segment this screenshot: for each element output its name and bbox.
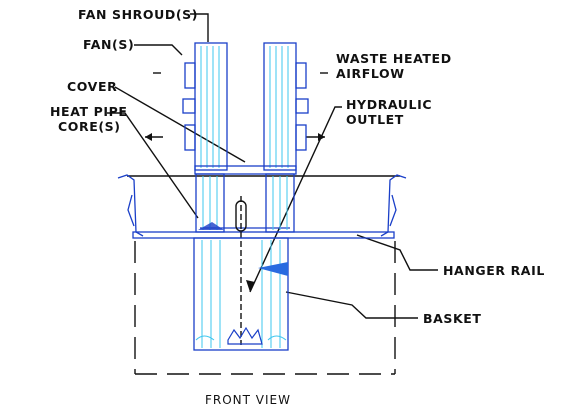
label-hanger-rail: HANGER RAIL xyxy=(443,263,545,278)
leader-fan-shroud xyxy=(190,13,209,42)
leader-heat-pipe xyxy=(107,112,199,219)
leader-basket xyxy=(285,291,418,319)
label-heat-pipe-1: HEAT PIPE xyxy=(50,104,128,119)
lower-core xyxy=(193,237,289,351)
view-title: FRONT VIEW xyxy=(205,393,291,407)
cover-plate xyxy=(194,165,297,175)
leader-hanger-rail xyxy=(356,234,438,271)
leader-arrowhead xyxy=(246,280,255,292)
basket-outline xyxy=(134,241,396,375)
label-basket: BASKET xyxy=(423,311,482,326)
left-fan-shroud xyxy=(182,42,228,171)
tank-tray xyxy=(117,174,407,239)
label-cover: COVER xyxy=(67,79,117,94)
label-hydraulic-1: HYDRAULIC xyxy=(346,97,432,112)
label-fan-shroud: FAN SHROUD(S) xyxy=(78,7,198,22)
heat-pipe-cores xyxy=(195,173,295,233)
leader-cover xyxy=(114,86,246,163)
right-fan-shroud xyxy=(263,42,309,171)
label-waste-heated-1: WASTE HEATED xyxy=(336,51,452,66)
label-waste-heated-2: AIRFLOW xyxy=(336,66,405,81)
airflow-arrows xyxy=(145,72,328,141)
label-fans: FAN(S) xyxy=(83,37,134,52)
hydraulic-outlet xyxy=(235,196,247,345)
leader-hydraulic-outlet xyxy=(249,106,342,293)
leader-lines xyxy=(107,13,438,319)
label-hydraulic-2: OUTLET xyxy=(346,112,404,127)
leader-fans xyxy=(134,44,183,56)
label-heat-pipe-2: CORE(S) xyxy=(58,119,121,134)
